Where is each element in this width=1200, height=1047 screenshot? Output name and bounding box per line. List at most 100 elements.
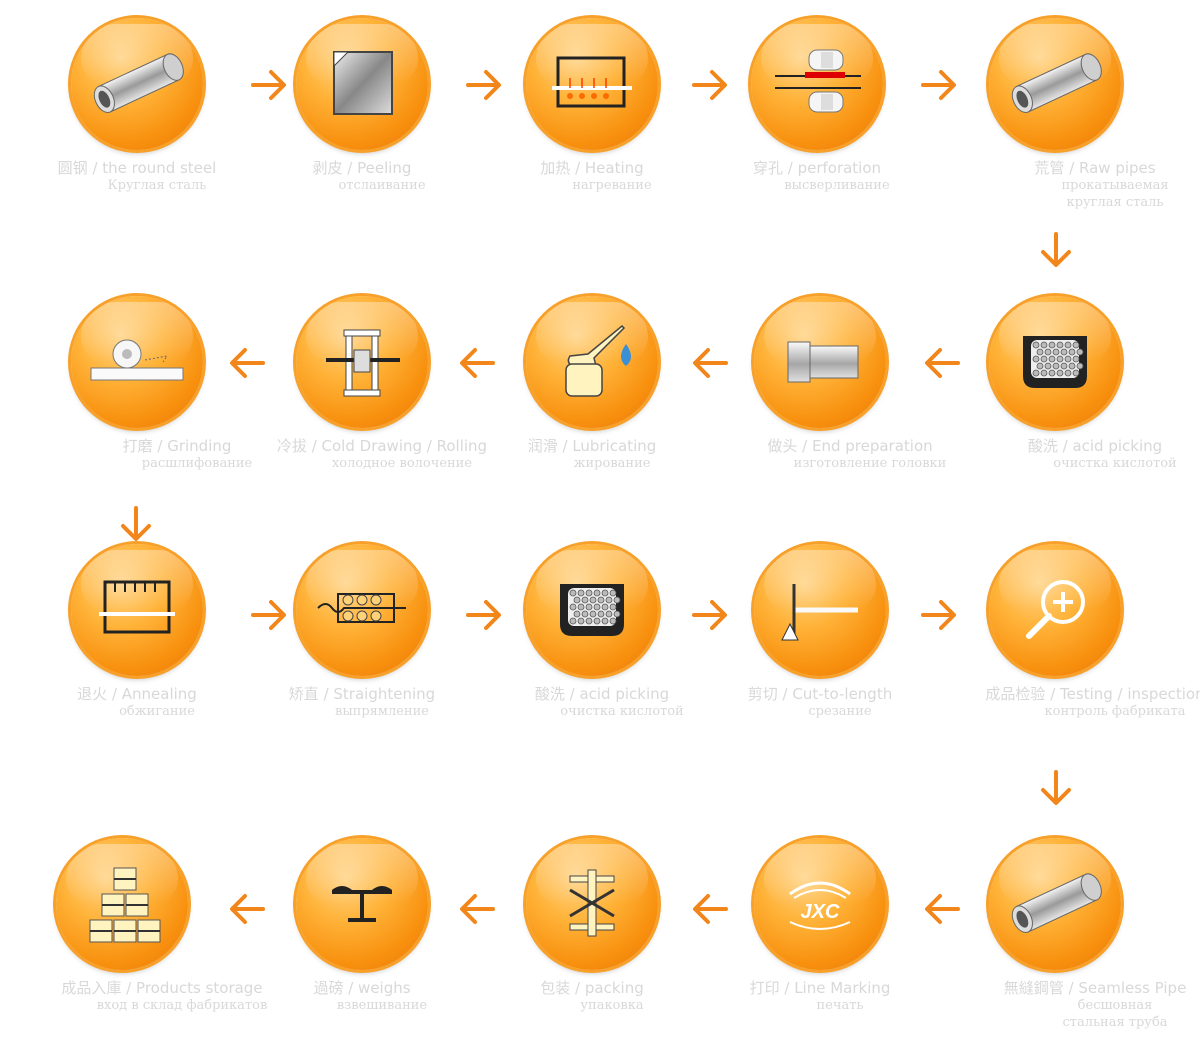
step-label-cn-en: 包装 / packing xyxy=(462,980,722,997)
step-label-cn-en: 剪切 / Cut-to-length xyxy=(690,686,950,703)
step-label-ru: Круглая сталь xyxy=(7,177,267,194)
step-label-ru: обжигание xyxy=(7,703,267,720)
oil-can-icon xyxy=(526,296,658,428)
step-label-ru: срезание xyxy=(690,703,950,720)
step-label-en: Heating xyxy=(585,159,644,177)
svg-text:JXC: JXC xyxy=(801,901,840,923)
step-label-cn-en: 荒管 / Raw pipes xyxy=(965,160,1200,177)
arrow-left-icon xyxy=(455,340,501,386)
step-label-cn: 荒管 xyxy=(1034,159,1064,177)
step-label: 無縫鋼管 / Seamless Pipeбесшовнаястальная тр… xyxy=(965,980,1200,1031)
step-label-ru: контроль фабриката xyxy=(965,703,1200,720)
pipe-icon xyxy=(71,18,203,150)
step-label-en: Seamless Pipe xyxy=(1078,979,1186,997)
arrow-right-icon xyxy=(245,592,291,638)
step-label-cn-en: 矫直 / Straightening xyxy=(232,686,492,703)
rollers-icon xyxy=(751,18,883,150)
step-label-cn: 圆钢 xyxy=(58,159,88,177)
arrow-left-icon xyxy=(455,886,501,932)
arrow-left-icon xyxy=(688,340,734,386)
step-label-en: Peeling xyxy=(357,159,411,177)
step-label-ru: очистка кислотой xyxy=(965,455,1200,472)
step-label-cn-en: 加热 / Heating xyxy=(462,160,722,177)
pipe-icon xyxy=(989,838,1121,970)
step-label-cn-en: 酸洗 / acid picking xyxy=(965,438,1200,455)
step-label-cn: 剥皮 xyxy=(313,159,343,177)
step-label-cn-en: 圆钢 / the round steel xyxy=(7,160,267,177)
step-label-en: Straightening xyxy=(333,685,435,703)
step-label-cn: 矫直 xyxy=(289,685,319,703)
scale-icon xyxy=(296,838,428,970)
step-label-en: perforation xyxy=(798,159,881,177)
arrow-left-icon xyxy=(920,340,966,386)
step-label-cn-en: 做头 / End preparation xyxy=(720,438,980,455)
step-label-cn-en: 打印 / Line Marking xyxy=(690,980,950,997)
step-label-cn: 打印 xyxy=(750,979,780,997)
step-label-ru: вход в склад фабрикатов xyxy=(32,997,292,1014)
step-label-ru-line2: стальная труба xyxy=(965,1014,1200,1031)
step-label-cn-en: 成品检验 / Testing / inspection xyxy=(965,686,1200,703)
arrow-down-icon xyxy=(1033,228,1079,274)
step-label-en: Testing / inspection xyxy=(1060,685,1200,703)
step-label-en: acid picking xyxy=(1072,437,1162,455)
step-label: 酸洗 / acid pickingочистка кислотой xyxy=(965,438,1200,472)
arrow-right-icon xyxy=(915,592,961,638)
step-label-ru: отслаивание xyxy=(232,177,492,194)
step-label-cn: 酸洗 xyxy=(1028,437,1058,455)
cutter-icon xyxy=(754,544,886,676)
annealing-furnace-icon xyxy=(71,544,203,676)
step-label-ru: нагревание xyxy=(462,177,722,194)
step-label: 剪切 / Cut-to-lengthсрезание xyxy=(690,686,950,720)
acid-tank-icon xyxy=(989,296,1121,428)
step-label-ru: бесшовная xyxy=(965,997,1200,1014)
drawing-machine-icon xyxy=(296,296,428,428)
arrow-right-icon xyxy=(915,62,961,108)
step-label-ru: прокатываемая xyxy=(965,177,1200,194)
step-label-ru: изготовление головки xyxy=(720,455,980,472)
arrow-down-icon xyxy=(1033,766,1079,812)
straightener-icon xyxy=(296,544,428,676)
arrow-left-icon xyxy=(225,340,271,386)
step-label-en: Lubricating xyxy=(572,437,656,455)
jxc-logo-icon: JXC xyxy=(754,838,886,970)
step-label-en: weighs xyxy=(358,979,411,997)
step-label-en: Products storage xyxy=(136,979,263,997)
arrow-right-icon xyxy=(686,592,732,638)
step-label-ru-line2: круглая сталь xyxy=(965,194,1200,211)
arrow-right-icon xyxy=(460,62,506,108)
step-label-cn: 润滑 xyxy=(528,437,558,455)
arrow-left-icon xyxy=(225,886,271,932)
step-label-cn-en: 剥皮 / Peeling xyxy=(232,160,492,177)
step-label-en: Line Marking xyxy=(794,979,890,997)
arrow-right-icon xyxy=(686,62,732,108)
step-label-en: the round steel xyxy=(102,159,216,177)
step-label-ru: расшлифование xyxy=(47,455,307,472)
step-label-cn: 無縫鋼管 xyxy=(1004,979,1064,997)
step-label-en: Grinding xyxy=(167,437,231,455)
step-label-cn-en: 穿孔 / perforation xyxy=(687,160,947,177)
step-label-cn: 做头 xyxy=(767,437,797,455)
step-label-cn: 加热 xyxy=(540,159,570,177)
bundle-icon xyxy=(526,838,658,970)
arrow-down-icon xyxy=(113,502,159,548)
step-label-cn: 包装 xyxy=(540,979,570,997)
step-label-cn: 剪切 xyxy=(748,685,778,703)
step-label-cn: 成品入庫 xyxy=(61,979,121,997)
step-label-ru: печать xyxy=(690,997,950,1014)
step-label-cn: 退火 xyxy=(77,685,107,703)
step-label-ru: упаковка xyxy=(462,997,722,1014)
grinding-wheel-icon xyxy=(71,296,203,428)
step-label-en: End preparation xyxy=(812,437,933,455)
pipe-end-icon xyxy=(754,296,886,428)
step-label: 退火 / Annealingобжигание xyxy=(7,686,267,720)
step-label-ru: высверливание xyxy=(687,177,947,194)
